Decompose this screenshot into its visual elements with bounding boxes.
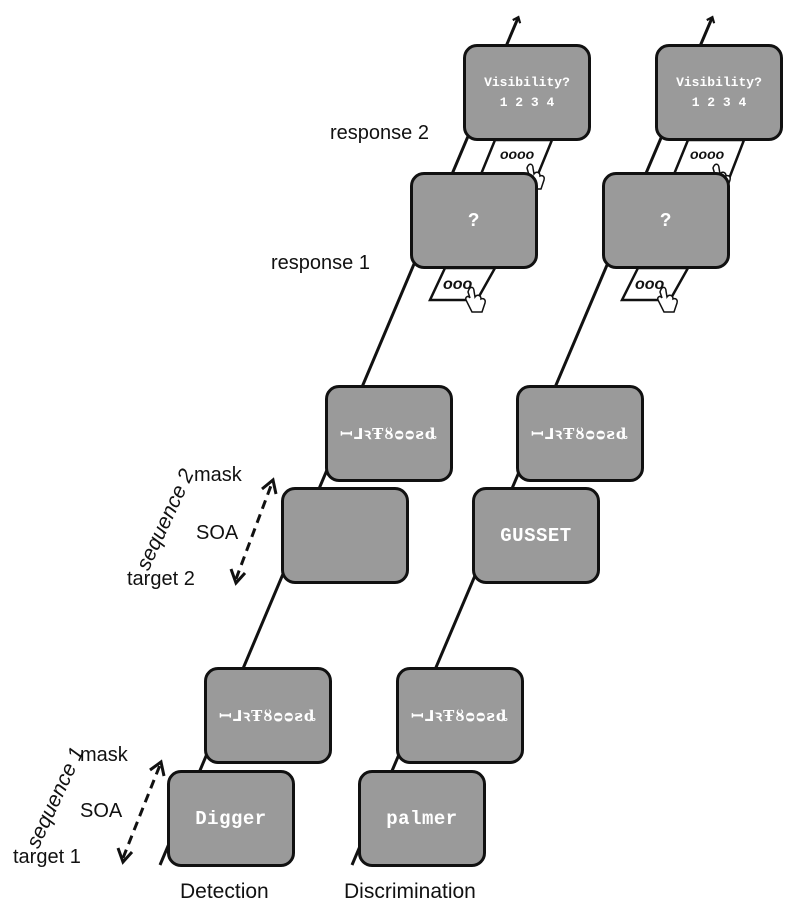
detection-response2-screen: Visibility? 1 2 3 4 [463, 44, 591, 141]
condition-detection-label: Detection [180, 880, 269, 903]
discrimination-target2-screen: GUSSET [472, 487, 600, 584]
discrimination-response1-screen: ? [602, 172, 730, 269]
label-response1: response 1 [271, 252, 370, 274]
discrimination-mask2-pattern: ꟷ⅃ꝛŦȣᴑᴑƨȡ [531, 424, 629, 443]
discrimination-response2-screen: Visibility? 1 2 3 4 [655, 44, 783, 141]
detection-response1-prompt: ? [468, 209, 480, 232]
discrimination-mask2-screen: ꟷ⅃ꝛŦȣᴑᴑƨȡ [516, 385, 644, 482]
condition-discrimination-label: Discrimination [344, 880, 476, 903]
discrimination-response1-prompt: ? [660, 209, 672, 232]
discrimination-target1-screen: palmer [358, 770, 486, 867]
discrimination-keypad-response1: ooo [619, 266, 691, 313]
label-mask1: mask [80, 744, 128, 766]
svg-text:oooo: oooo [690, 146, 725, 162]
detection-target1-word: Digger [195, 807, 267, 830]
discrimination-mask1-screen: ꟷ⅃ꝛŦȣᴑᴑƨȡ [396, 667, 524, 764]
label-soa1: SOA [80, 800, 123, 822]
label-mask2: mask [194, 464, 242, 486]
label-soa2: SOA [196, 522, 239, 544]
svg-text:ooo: ooo [443, 276, 473, 293]
discrimination-target2-word: GUSSET [500, 524, 572, 547]
svg-text:ooo: ooo [635, 276, 665, 293]
detection-response2-prompt: Visibility? 1 2 3 4 [484, 74, 570, 110]
detection-mask1-pattern: ꟷ⅃ꝛŦȣᴑᴑƨȡ [219, 706, 317, 725]
soa2-dashed-arrow [234, 482, 274, 580]
detection-mask2-pattern: ꟷ⅃ꝛŦȣᴑᴑƨȡ [340, 424, 438, 443]
discrimination-target1-word: palmer [386, 807, 458, 830]
discrimination-mask1-pattern: ꟷ⅃ꝛŦȣᴑᴑƨȡ [411, 706, 509, 725]
detection-response1-screen: ? [410, 172, 538, 269]
label-target1: target 1 [13, 846, 81, 868]
detection-target2-screen [281, 487, 409, 584]
discrimination-response2-prompt: Visibility? 1 2 3 4 [676, 74, 762, 110]
detection-mask2-screen: ꟷ⅃ꝛŦȣᴑᴑƨȡ [325, 385, 453, 482]
label-target2: target 2 [127, 568, 195, 590]
soa1-dashed-arrow [121, 764, 162, 859]
label-response2: response 2 [330, 122, 429, 144]
detection-keypad-response1: ooo [428, 266, 498, 313]
detection-mask1-screen: ꟷ⅃ꝛŦȣᴑᴑƨȡ [204, 667, 332, 764]
detection-target1-screen: Digger [167, 770, 295, 867]
svg-text:oooo: oooo [500, 146, 535, 162]
